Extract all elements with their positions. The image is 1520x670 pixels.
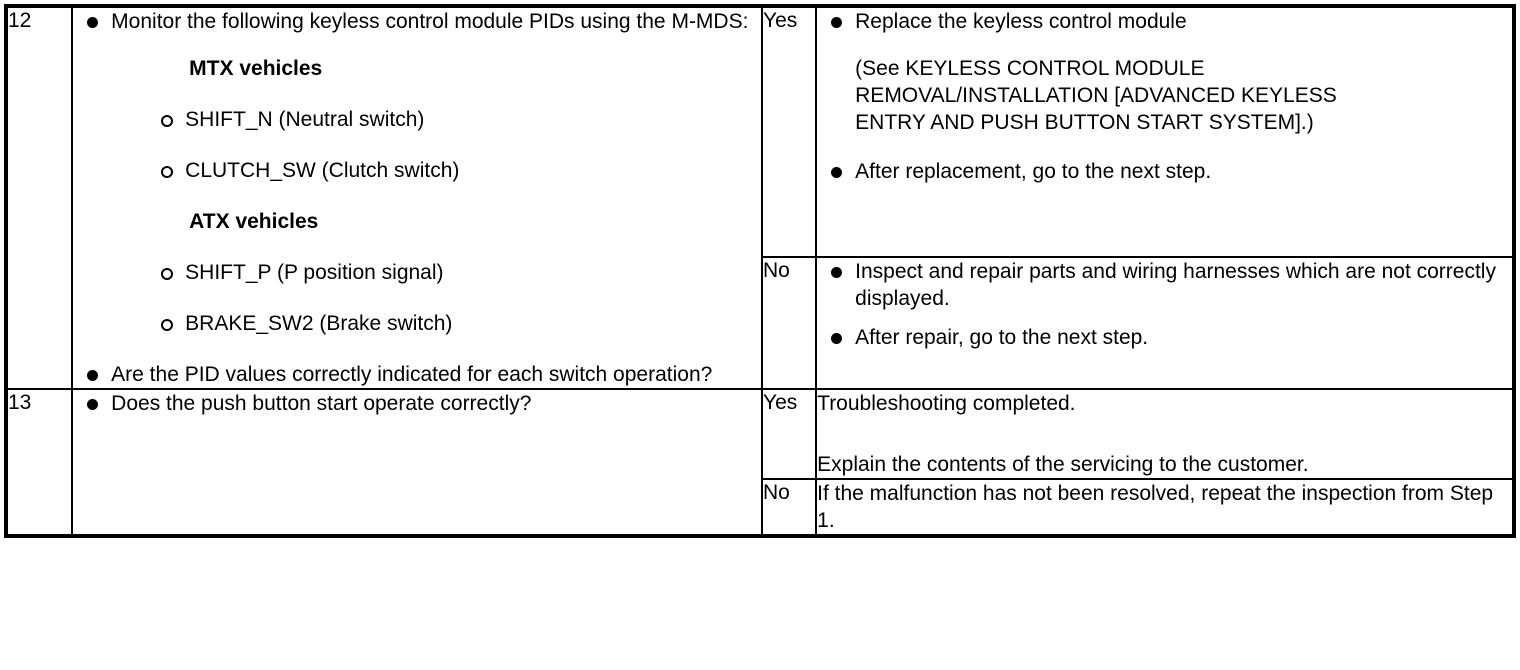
inspection-bullet-list: Monitor the following keyless control mo… — [73, 8, 761, 35]
list-item: SHIFT_P (P position signal) — [151, 259, 761, 286]
pid-group-atx: ATX vehicles SHIFT_P (P position signal)… — [73, 208, 761, 337]
pid-list-mtx: SHIFT_N (Neutral switch) CLUTCH_SW (Clut… — [151, 106, 761, 184]
list-item: Monitor the following keyless control mo… — [73, 8, 761, 35]
troubleshooting-table: 12 Monitor the following keyless control… — [4, 4, 1516, 538]
step-number: 13 — [8, 391, 32, 414]
list-item: Inspect and repair parts and wiring harn… — [817, 258, 1512, 312]
inspection-lead-text: Monitor the following keyless control mo… — [111, 10, 749, 33]
result-cell-no: No — [760, 255, 818, 391]
action-text: After replacement, go to the next step. — [855, 160, 1212, 183]
action-paragraph: Troubleshooting completed. — [817, 392, 1076, 415]
pid-item-label: SHIFT_N (Neutral switch) — [185, 108, 425, 131]
inspection-cell: Monitor the following keyless control mo… — [71, 5, 763, 390]
inspection-question-text: Are the PID values correctly indicated f… — [111, 363, 713, 386]
action-text: Inspect and repair parts and wiring harn… — [855, 259, 1496, 310]
table-row: 13 Does the push button start operate co… — [4, 388, 1515, 537]
list-item: Replace the keyless control module — [817, 8, 1512, 35]
pid-list-atx: SHIFT_P (P position signal) BRAKE_SW2 (B… — [151, 259, 761, 337]
table-row: No If the malfunction has not been resol… — [6, 478, 1515, 537]
action-cell-no: If the malfunction has not been resolved… — [815, 478, 1515, 537]
inspection-question-list: Are the PID values correctly indicated f… — [73, 361, 761, 388]
result-cell-yes: Yes — [760, 5, 818, 258]
action-cell-no: Inspect and repair parts and wiring harn… — [815, 255, 1515, 391]
action-bullet-list-after: After replacement, go to the next step. — [817, 158, 1512, 185]
group-heading-mtx: MTX vehicles — [189, 57, 323, 80]
step-number-cell: 13 — [4, 388, 74, 537]
pid-item-label: SHIFT_P (P position signal) — [185, 261, 444, 284]
pid-item-label: CLUTCH_SW (Clutch switch) — [185, 159, 460, 182]
reference-note-line: ENTRY AND PUSH BUTTON START SYSTEM].) — [855, 111, 1314, 134]
action-text: Replace the keyless control module — [855, 10, 1187, 33]
step-number-cell: 12 — [4, 5, 74, 390]
action-paragraph: If the malfunction has not been resolved… — [817, 482, 1494, 532]
list-item: SHIFT_N (Neutral switch) — [151, 106, 761, 133]
action-text: After repair, go to the next step. — [855, 325, 1149, 349]
list-item: CLUTCH_SW (Clutch switch) — [151, 157, 761, 184]
step-number: 12 — [8, 9, 32, 32]
result-label: No — [763, 258, 790, 282]
result-label: No — [763, 481, 790, 504]
pid-group-mtx: MTX vehicles SHIFT_N (Neutral switch) CL… — [73, 55, 761, 184]
action-cell-yes: Troubleshooting completed. Explain the c… — [815, 388, 1515, 480]
inspection-lead-text: Does the push button start operate corre… — [111, 392, 532, 415]
action-paragraph: Explain the contents of the servicing to… — [817, 453, 1309, 476]
reference-note-line: (See KEYLESS CONTROL MODULE — [855, 57, 1205, 80]
result-label: Yes — [763, 391, 798, 414]
result-label: Yes — [763, 9, 798, 32]
action-cell-yes: Replace the keyless control module (See … — [815, 5, 1515, 258]
list-item: After repair, go to the next step. — [817, 324, 1512, 351]
list-item: Are the PID values correctly indicated f… — [73, 361, 761, 388]
inspection-cell: Does the push button start operate corre… — [71, 388, 763, 537]
group-heading-atx: ATX vehicles — [189, 210, 319, 233]
pid-item-label: BRAKE_SW2 (Brake switch) — [185, 312, 453, 335]
table-row: No Inspect and repair parts and wiring h… — [6, 255, 1515, 391]
inspection-bullet-list: Does the push button start operate corre… — [73, 390, 761, 417]
table-row: 12 Monitor the following keyless control… — [4, 5, 1515, 390]
result-cell-yes: Yes — [760, 388, 818, 480]
list-item: After replacement, go to the next step. — [817, 158, 1512, 185]
list-item: Does the push button start operate corre… — [73, 390, 761, 417]
reference-note: (See KEYLESS CONTROL MODULE REMOVAL/INST… — [817, 55, 1512, 136]
result-cell-no: No — [760, 478, 818, 537]
list-item: BRAKE_SW2 (Brake switch) — [151, 310, 761, 337]
reference-note-line: REMOVAL/INSTALLATION [ADVANCED KEYLESS — [855, 84, 1337, 107]
action-bullet-list: Inspect and repair parts and wiring harn… — [817, 258, 1512, 351]
action-bullet-list: Replace the keyless control module — [817, 8, 1512, 35]
